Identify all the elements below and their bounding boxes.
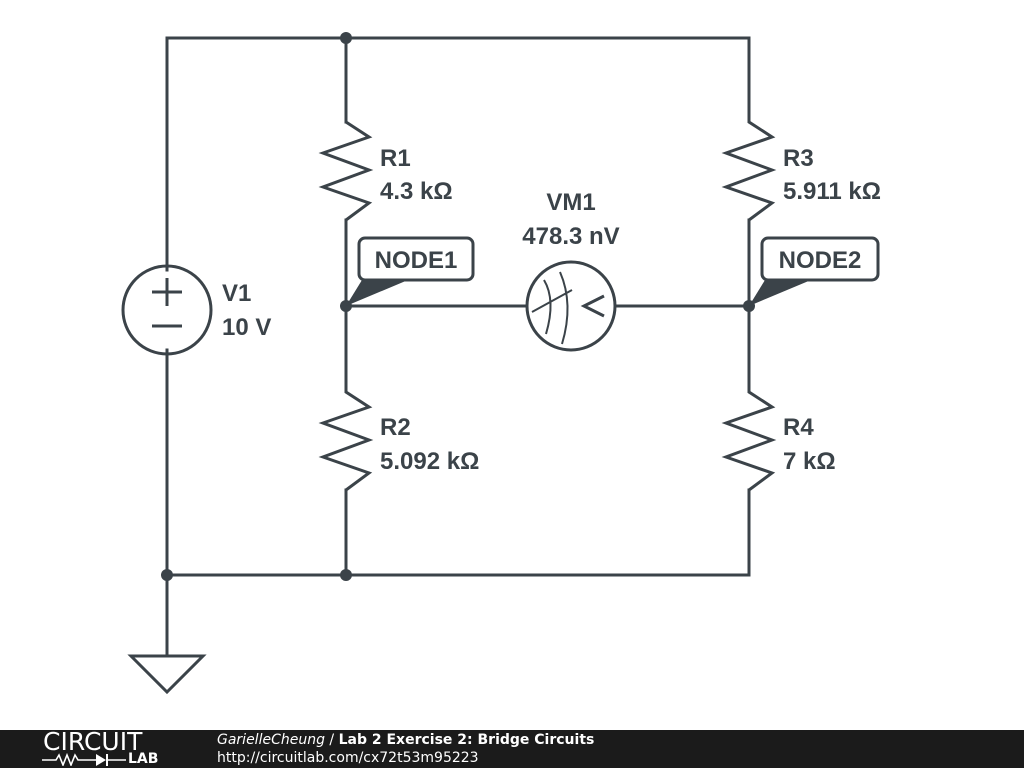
logo-circuit-text: CIRCUIT bbox=[43, 727, 143, 756]
r1-name-label: R1 bbox=[380, 145, 411, 172]
voltmeter-needle-icon bbox=[531, 271, 573, 345]
node-pointer-icon bbox=[346, 280, 408, 306]
vm1-name-label: VM1 bbox=[546, 189, 595, 216]
ground[interactable] bbox=[127, 654, 207, 695]
wire-bottom bbox=[165, 348, 751, 577]
node2-box bbox=[760, 236, 880, 282]
node1-box bbox=[357, 236, 475, 282]
circuitlab-logo[interactable]: CIRCUIT LAB bbox=[40, 727, 180, 768]
r1-value-label: 4.3 kΩ bbox=[380, 178, 453, 205]
junction-dot bbox=[340, 569, 352, 581]
resistor-r2-icon bbox=[318, 390, 374, 492]
resistor-diode-logo-icon bbox=[42, 752, 126, 766]
node1-label[interactable]: NODE1 bbox=[346, 236, 475, 306]
r3-name-label: R3 bbox=[783, 145, 814, 172]
node1-text: NODE1 bbox=[375, 247, 458, 274]
ground-icon bbox=[127, 654, 207, 695]
r4-name-label: R4 bbox=[783, 414, 814, 441]
junction-dot bbox=[161, 569, 173, 581]
resistor-r4[interactable]: R4 7 kΩ bbox=[721, 390, 836, 492]
vm1-value-label: 478.3 nV bbox=[522, 223, 619, 250]
node2-label[interactable]: NODE2 bbox=[749, 236, 880, 306]
wires bbox=[165, 36, 751, 658]
v1-name-label: V1 bbox=[222, 280, 251, 307]
footer-title-line: GarielleCheung / Lab 2 Exercise 2: Bridg… bbox=[217, 731, 594, 749]
voltmeter-icon bbox=[525, 260, 617, 352]
voltage-source-v1[interactable]: V1 10 V bbox=[121, 264, 271, 356]
voltage-source-icon bbox=[121, 264, 213, 356]
circuit-title[interactable]: Lab 2 Exercise 2: Bridge Circuits bbox=[338, 732, 595, 748]
r2-value-label: 5.092 kΩ bbox=[380, 448, 479, 475]
resistor-r4-icon bbox=[721, 390, 777, 492]
logo-lab-text: LAB bbox=[128, 751, 159, 767]
wire-top bbox=[165, 36, 751, 272]
node2-text: NODE2 bbox=[779, 247, 862, 274]
title-separator: / bbox=[324, 732, 339, 748]
footer-bar: CIRCUIT LAB GarielleCheung / Lab 2 Exerc… bbox=[0, 727, 1024, 768]
r2-name-label: R2 bbox=[380, 414, 411, 441]
resistor-r1[interactable]: R1 4.3 kΩ bbox=[318, 120, 453, 222]
schematic-canvas: R1 4.3 kΩ R2 5.092 kΩ R3 5.911 kΩ R4 7 k… bbox=[121, 32, 881, 695]
resistor-r2[interactable]: R2 5.092 kΩ bbox=[318, 390, 479, 492]
resistor-r3[interactable]: R3 5.911 kΩ bbox=[721, 120, 881, 222]
r4-value-label: 7 kΩ bbox=[783, 448, 836, 475]
voltmeter-v-icon bbox=[580, 294, 605, 318]
resistor-r3-icon bbox=[721, 120, 777, 222]
v1-value-label: 10 V bbox=[222, 314, 271, 341]
author-link[interactable]: GarielleCheung bbox=[217, 732, 325, 748]
junction-dot bbox=[340, 32, 352, 44]
circuit-url-link[interactable]: http://circuitlab.com/cx72t53m95223 bbox=[217, 750, 479, 766]
node-pointer-icon bbox=[749, 280, 811, 306]
r3-value-label: 5.911 kΩ bbox=[783, 178, 881, 205]
resistor-r1-icon bbox=[318, 120, 374, 222]
voltmeter-vm1[interactable]: VM1 478.3 nV bbox=[522, 189, 620, 352]
